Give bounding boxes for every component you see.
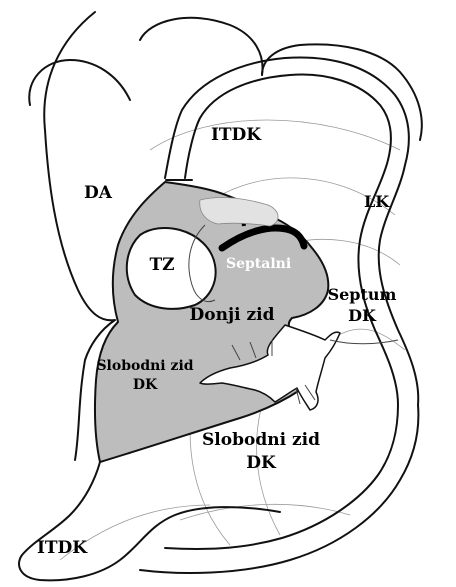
label-slobodni-zid-left-1: Slobodni zid (96, 358, 193, 374)
lower-ventricle-outline (19, 462, 280, 580)
label-itdk-bottom: ITDK (37, 538, 88, 558)
label-slobodni-zid-right-2: DK (246, 453, 277, 473)
label-da: DA (84, 183, 113, 203)
label-septum-dk-1: Septum (328, 285, 397, 304)
speckled-texture (200, 198, 278, 226)
label-slobodni-zid-left-2: DK (133, 377, 158, 393)
label-tz: TZ (149, 255, 174, 275)
label-donji-zid: Donji zid (190, 305, 275, 325)
label-slobodni-zid-right-1: Slobodni zid (202, 430, 320, 450)
label-itdk-top: ITDK (211, 125, 262, 145)
label-septum-dk-2: DK (348, 306, 377, 325)
label-septalni: Septalni (226, 256, 291, 272)
septum-contour (330, 340, 398, 344)
label-lk: LK (364, 192, 390, 211)
